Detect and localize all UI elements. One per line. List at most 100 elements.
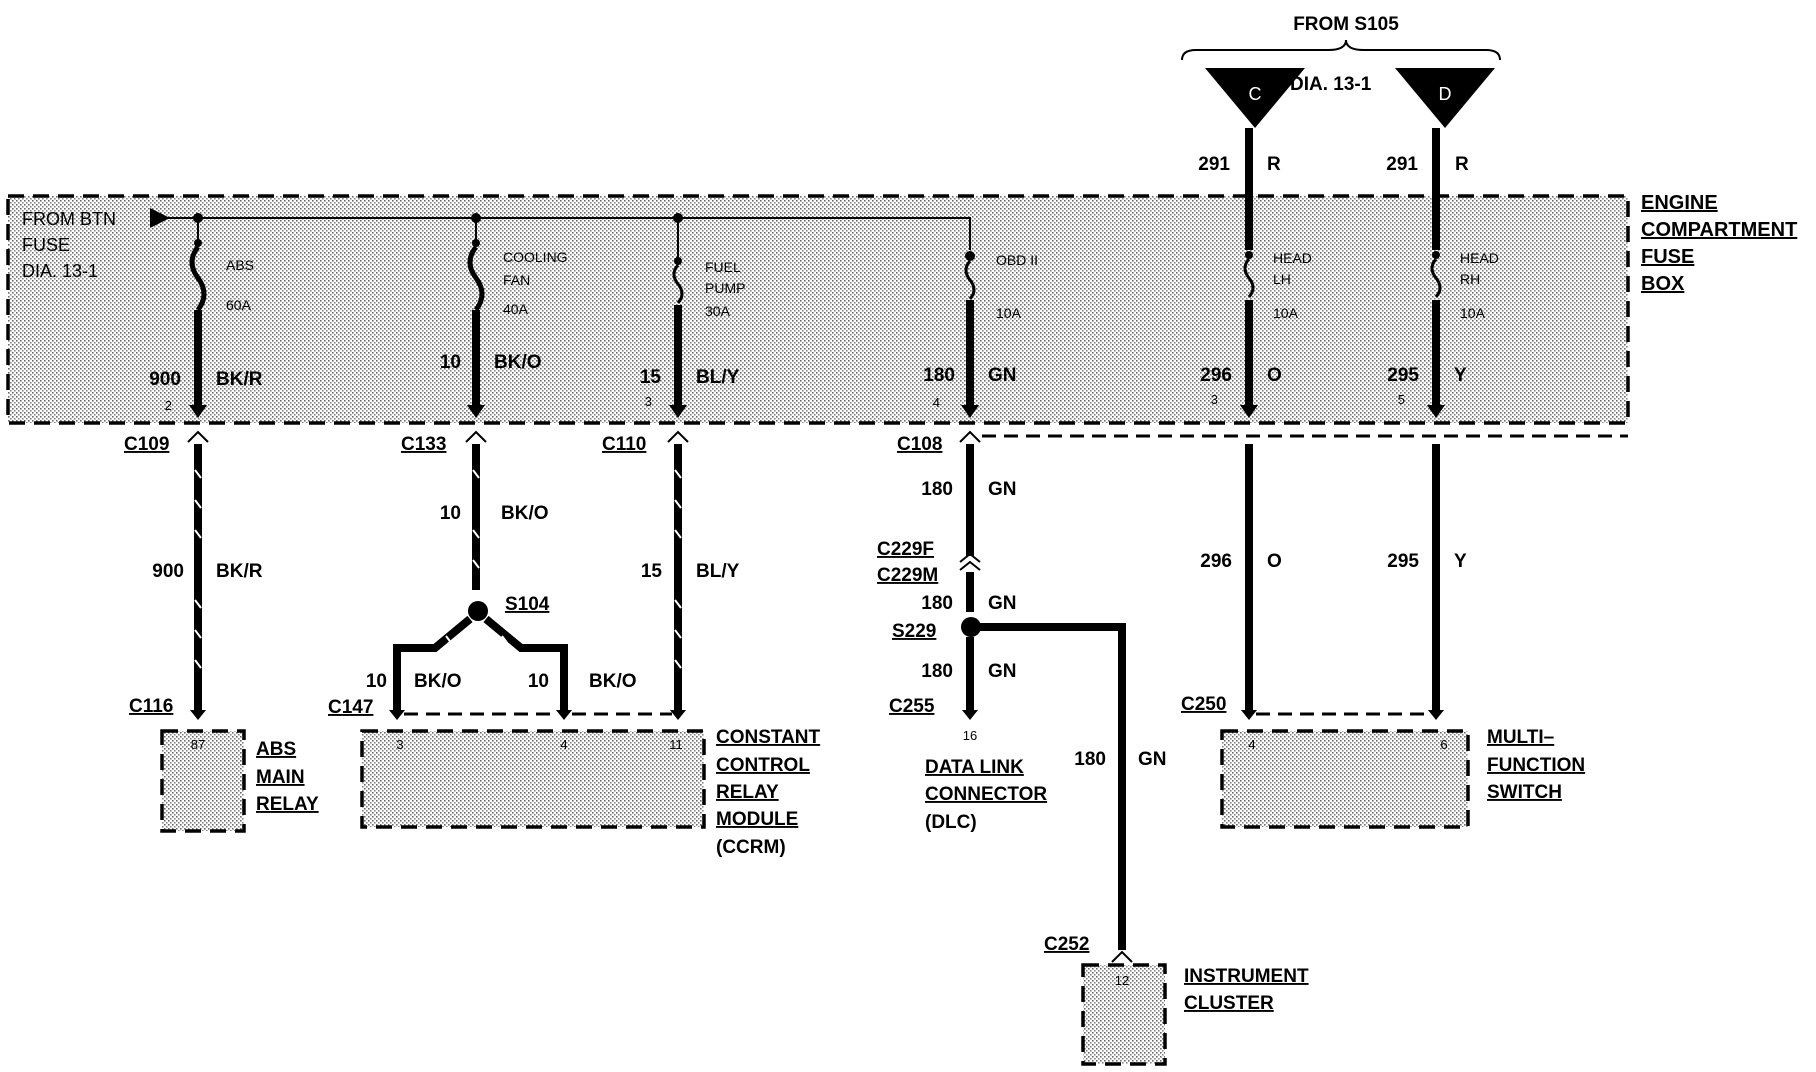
wire-fan-left	[393, 615, 473, 712]
fuse-head-lh-name-1: HEAD	[1273, 250, 1312, 266]
fan-left-circuit: 10	[366, 671, 387, 692]
fuse-cooling-fan: COOLING FAN 40A	[467, 218, 568, 317]
ccrm-label-1: CONSTANT	[716, 727, 821, 748]
source-line-1: FROM BTN	[22, 209, 116, 229]
fuse-head-lh: HEAD LH 10A	[1243, 250, 1312, 321]
fuse-fan-node	[472, 239, 480, 247]
mfs-pin4-arrow-icon	[1241, 710, 1257, 720]
feed-rh-circuit: 291	[1386, 154, 1418, 175]
ccrm-pin4-arrow-icon	[556, 710, 572, 720]
feed-lh-color: R	[1267, 154, 1281, 175]
mfs-box	[1220, 729, 1470, 829]
box-abs-circuit: 900	[149, 369, 181, 390]
wire-fan-split-twist	[445, 635, 509, 645]
terminal-d-icon	[1395, 68, 1495, 128]
out-arrow-abs-icon	[189, 405, 207, 418]
fuse-head-lh-node	[1245, 251, 1253, 259]
connector-c229f: C229F	[877, 539, 934, 560]
wire-fan-right	[483, 615, 568, 712]
fan-left-color: BK/O	[414, 671, 462, 692]
connector-c108: C108	[897, 434, 942, 455]
c252-shape	[1111, 950, 1133, 963]
fuse-head-rh-node	[1432, 251, 1440, 259]
ccrm-pin11-arrow-icon	[670, 710, 686, 720]
connector-c252: C252	[1044, 934, 1089, 955]
ccrm-pin-4: 4	[560, 737, 567, 752]
feed-rh-color: R	[1455, 154, 1469, 175]
fuse-box-title: ENGINE COMPARTMENT FUSE BOX	[1641, 192, 1797, 295]
terminal-d-label: D	[1439, 84, 1452, 104]
c229-shape-2	[959, 560, 981, 571]
connector-c116: C116	[129, 696, 173, 717]
abs-relay-label-1: ABS	[256, 739, 296, 760]
box-head-rh-circuit: 295	[1387, 365, 1419, 386]
cluster-label-2: CLUSTER	[1184, 993, 1274, 1014]
ccrm-label-3: RELAY	[716, 782, 779, 803]
connector-c110: C110	[602, 434, 646, 455]
fuse-abs-name: ABS	[226, 257, 254, 273]
wire-abs-twist	[194, 469, 202, 669]
out-arrow-head-lh-icon	[1240, 405, 1258, 418]
dlc-mid-color: GN	[988, 593, 1017, 614]
abs-relay-box	[160, 729, 246, 833]
fuse-head-rh-rating: 10A	[1460, 305, 1486, 321]
fuse-fan-name-2: FAN	[503, 272, 530, 288]
c133-shape	[465, 430, 487, 443]
source-arrow-icon	[150, 208, 170, 228]
dlc-upper-color: GN	[988, 479, 1017, 500]
fuse-fuel-node	[674, 257, 682, 265]
connector-c109: C109	[124, 434, 169, 455]
fuse-fuel-pump: FUEL PUMP 30A	[672, 218, 745, 319]
fuse-obd-icon	[964, 260, 976, 300]
cluster-label-1: INSTRUMENT	[1184, 966, 1309, 987]
abs-relay-pin: 87	[191, 737, 205, 752]
out-arrow-fan-icon	[467, 405, 485, 418]
mfs-label-3: SWITCH	[1487, 782, 1562, 803]
source-bracket	[1181, 39, 1501, 61]
terminal-c-icon	[1205, 68, 1305, 128]
fuse-box-title-line-1: ENGINE	[1641, 192, 1718, 214]
fuse-fan-rating: 40A	[503, 301, 529, 317]
dlc-mid-circuit: 180	[921, 593, 953, 614]
ccrm-label-2: CONTROL	[716, 755, 810, 776]
dlc-lower-color: GN	[988, 661, 1017, 682]
out-arrow-head-rh-icon	[1427, 405, 1445, 418]
abs-relay-label-2: MAIN	[256, 767, 305, 788]
fuse-obd: OBD II 10A	[964, 252, 1038, 321]
fuse-fuel-rating: 30A	[705, 303, 731, 319]
fan-right-color: BK/O	[589, 671, 637, 692]
wire-cluster	[980, 623, 1126, 950]
fuse-head-rh-icon	[1430, 258, 1442, 298]
fuse-box-title-line-3: FUSE	[1641, 246, 1694, 268]
fuse-abs-icon	[189, 245, 207, 312]
box-head-rh-color: Y	[1454, 365, 1467, 386]
box-abs-pin: 2	[165, 398, 172, 413]
mfs-label-1: MULTI–	[1487, 727, 1554, 748]
wire-fan-twist	[472, 469, 480, 569]
fuse-abs: ABS 60A	[189, 218, 254, 313]
box-fan-circuit: 10	[440, 352, 461, 373]
c229-shape-1	[959, 552, 981, 563]
splice-s104: S104	[505, 594, 550, 615]
fuse-head-lh-rating: 10A	[1273, 305, 1299, 321]
source-label: FROM S105	[1293, 14, 1399, 35]
bus-node-obd	[965, 251, 975, 261]
connector-c250: C250	[1181, 694, 1226, 715]
source-s105: FROM S105 C D DIA. 13-1	[1181, 14, 1501, 128]
box-fuel-pin: 3	[645, 394, 652, 409]
out-arrow-obd-icon	[961, 405, 979, 418]
fuse-head-rh-name-1: HEAD	[1460, 250, 1499, 266]
fan-circuit: 10	[440, 503, 461, 524]
mfs-pin-4: 4	[1248, 737, 1255, 752]
feed-lh-circuit: 291	[1198, 154, 1230, 175]
fuse-head-lh-name-2: LH	[1273, 271, 1291, 287]
fuel-circuit: 15	[641, 561, 663, 582]
head-lh-circuit: 296	[1200, 551, 1232, 572]
mfs-pin-6: 6	[1440, 737, 1447, 752]
mfs-label-2: FUNCTION	[1487, 755, 1585, 776]
fuse-obd-rating: 10A	[996, 305, 1022, 321]
terminal-c-label: C	[1249, 84, 1262, 104]
abs-circuit: 900	[152, 561, 184, 582]
box-obd-color: GN	[988, 365, 1017, 386]
source-line-3: DIA. 13-1	[22, 261, 98, 281]
